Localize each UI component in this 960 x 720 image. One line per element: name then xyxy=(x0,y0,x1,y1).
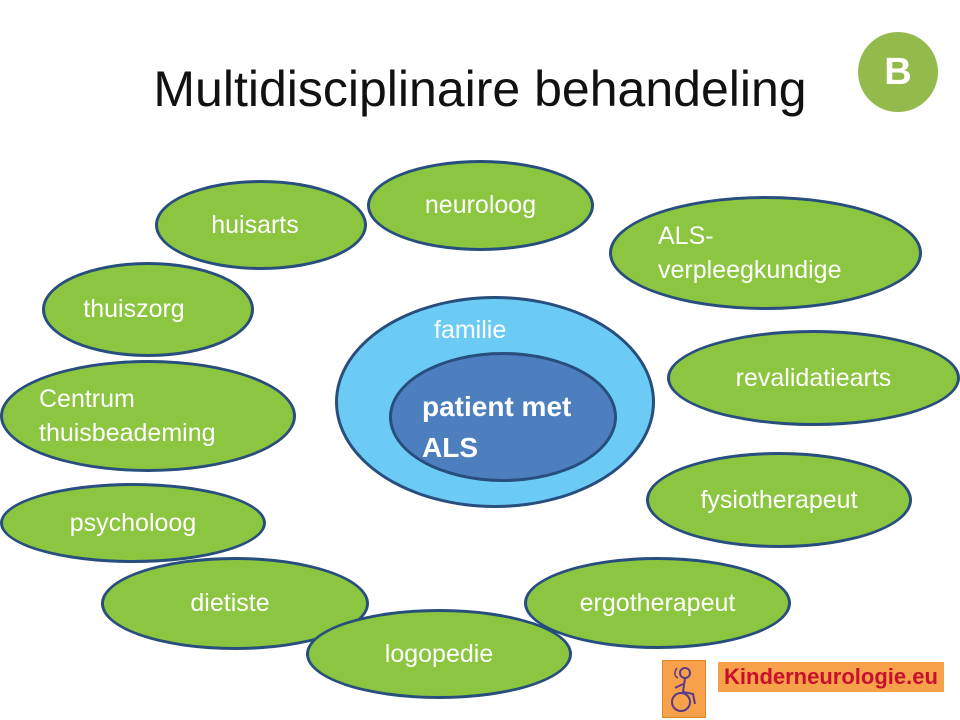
discipline-label-als-verpleegkundige: ALS-verpleegkundige xyxy=(658,221,842,285)
patient-ellipse xyxy=(389,352,617,482)
discipline-oval-revalidatiearts: revalidatiearts xyxy=(667,330,960,426)
patient-label: patient met ALS xyxy=(422,391,572,463)
discipline-oval-psycholoog: psycholoog xyxy=(0,483,266,563)
kinderneurologie-logo: Kinderneurologie.eu xyxy=(662,660,944,718)
section-badge: B xyxy=(858,32,938,112)
discipline-oval-als-verpleegkundige: ALS-verpleegkundige xyxy=(609,196,922,310)
discipline-oval-huisarts: huisarts xyxy=(155,180,367,270)
discipline-oval-centrum-thuisbeademing: Centrum thuisbeademing xyxy=(0,360,296,472)
discipline-oval-thuiszorg: thuiszorg xyxy=(42,262,254,357)
discipline-oval-fysiotherapeut: fysiotherapeut xyxy=(646,452,912,548)
logo-text: Kinderneurologie.eu xyxy=(718,662,944,692)
wheelchair-child-icon xyxy=(662,660,706,718)
discipline-label-centrum-thuisbeademing: Centrum thuisbeademing xyxy=(39,384,216,448)
discipline-oval-logopedie: logopedie xyxy=(306,609,572,699)
discipline-oval-neuroloog: neuroloog xyxy=(367,160,594,251)
discipline-oval-ergotherapeut: ergotherapeut xyxy=(524,557,791,649)
slide-title: Multidisciplinaire behandeling xyxy=(153,61,807,117)
family-label: familie xyxy=(434,316,507,344)
